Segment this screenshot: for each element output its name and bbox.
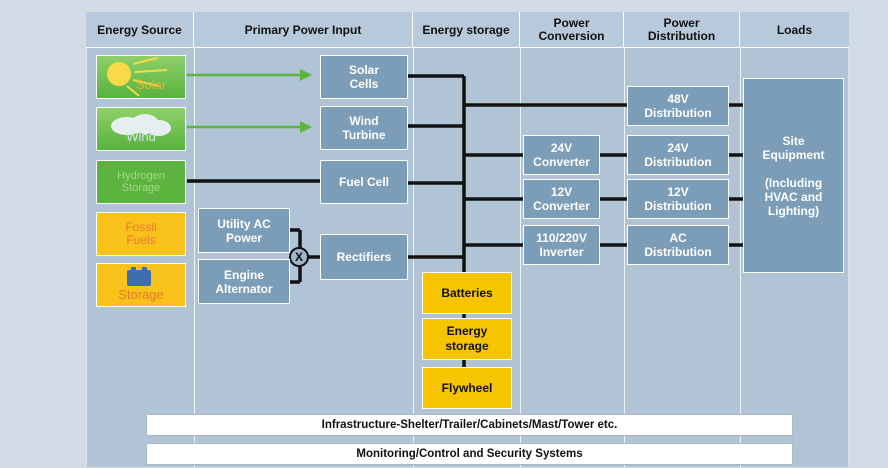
ac-distribution-box: AC Distribution — [627, 225, 729, 265]
fuel-cell-box: Fuel Cell — [320, 160, 408, 204]
source-hydrogen: Hydrogen Storage — [96, 160, 186, 204]
sun-icon — [107, 57, 168, 97]
wind-turbine-box: Wind Turbine — [320, 106, 408, 150]
source-fossil-label: Fossil Fuels — [125, 220, 157, 247]
source-fossil: Fossil Fuels — [96, 212, 186, 256]
header-primary-power-input: Primary Power Input — [194, 12, 413, 48]
12v-distribution-box: 12V Distribution — [627, 179, 729, 219]
column-divider — [624, 48, 625, 468]
source-wind-label: Wind — [126, 128, 156, 144]
source-wind: Wind — [96, 107, 186, 151]
header-energy-source: Energy Source — [86, 12, 194, 48]
batteries-box: Batteries — [422, 272, 512, 314]
inverter-box: 110/220V Inverter — [523, 225, 600, 265]
header-energy-storage: Energy storage — [413, 12, 520, 48]
header-loads: Loads — [740, 12, 849, 48]
flywheel-box: Flywheel — [422, 367, 512, 409]
column-divider — [194, 48, 195, 468]
source-solar-label: Solar — [135, 76, 167, 92]
column-divider — [740, 48, 741, 468]
source-hydrogen-label: Hydrogen Storage — [117, 170, 165, 194]
header-power-distribution: Power Distribution — [624, 12, 740, 48]
energy-storage-box: Energy storage — [422, 318, 512, 360]
engine-alternator-box: Engine Alternator — [198, 259, 290, 304]
battery-icon — [127, 267, 151, 286]
source-storage: Storage — [96, 263, 186, 307]
header-divider — [86, 47, 849, 48]
source-storage-label: Storage — [118, 286, 164, 302]
header-power-conversion: Power Conversion — [520, 12, 624, 48]
column-divider — [520, 48, 521, 468]
24v-converter-box: 24V Converter — [523, 135, 600, 175]
monitoring-bar: Monitoring/Control and Security Systems — [146, 443, 793, 465]
rectifiers-box: Rectifiers — [320, 234, 408, 280]
cloud-icon — [111, 114, 171, 136]
12v-converter-box: 12V Converter — [523, 179, 600, 219]
source-solar: Solar — [96, 55, 186, 99]
switch-node — [289, 247, 309, 267]
utility-ac-power-box: Utility AC Power — [198, 208, 290, 253]
solar-cells-box: Solar Cells — [320, 55, 408, 99]
switch-x-label: X — [294, 250, 303, 264]
site-equipment-box: Site Equipment (Including HVAC and Light… — [743, 78, 844, 273]
24v-distribution-box: 24V Distribution — [627, 135, 729, 175]
infrastructure-bar: Infrastructure-Shelter/Trailer/Cabinets/… — [146, 414, 793, 436]
48v-distribution-box: 48V Distribution — [627, 86, 729, 126]
